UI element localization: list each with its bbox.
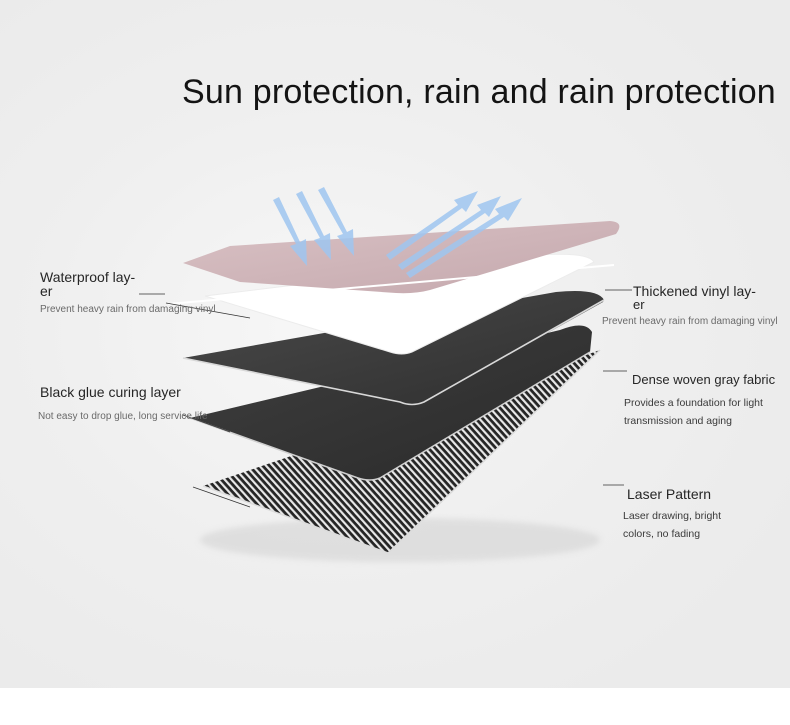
- waterproof-description: Prevent heavy rain from damaging vinyl: [40, 304, 216, 315]
- laser-description-line1: Laser drawing, bright: [623, 510, 722, 522]
- page-title: Sun protection, rain and rain protection: [182, 73, 776, 111]
- black-glue-description: Not easy to drop glue, long service life: [38, 411, 208, 422]
- bottom-band: [0, 688, 790, 725]
- fabric-description: Provides a foundation for light transmis…: [624, 394, 763, 430]
- fabric-description-line1: Provides a foundation for light: [624, 397, 763, 409]
- arrow-up-right-icon: [386, 191, 522, 278]
- laser-heading: Laser Pattern: [627, 486, 712, 502]
- fabric-heading: Dense woven gray fabric: [632, 372, 776, 387]
- vinyl-heading-line2: er: [633, 297, 645, 312]
- laser-description: Laser drawing, bright colors, no fading: [623, 507, 721, 543]
- waterproof-white-layer: [204, 253, 595, 355]
- white-divider: [167, 264, 615, 305]
- waterproof-heading-line1: Waterproof lay-: [40, 269, 136, 285]
- waterproof-heading: Waterproof lay- er: [40, 270, 135, 298]
- top-film-layer: [183, 221, 620, 294]
- leader-lines: [139, 289, 632, 508]
- arrow-down-right-icon: [273, 187, 354, 266]
- vinyl-heading: Thickened vinyl lay- er: [633, 283, 756, 312]
- laser-description-line2: colors, no fading: [623, 528, 701, 540]
- fabric-description-line2: transmission and aging: [624, 415, 732, 427]
- waterproof-heading-line2: er: [40, 283, 53, 299]
- vinyl-description: Prevent heavy rain from damaging vinyl: [602, 316, 778, 327]
- vinyl-heading-line1: Thickened vinyl lay-: [633, 283, 756, 299]
- black-glue-heading: Black glue curing layer: [40, 384, 181, 400]
